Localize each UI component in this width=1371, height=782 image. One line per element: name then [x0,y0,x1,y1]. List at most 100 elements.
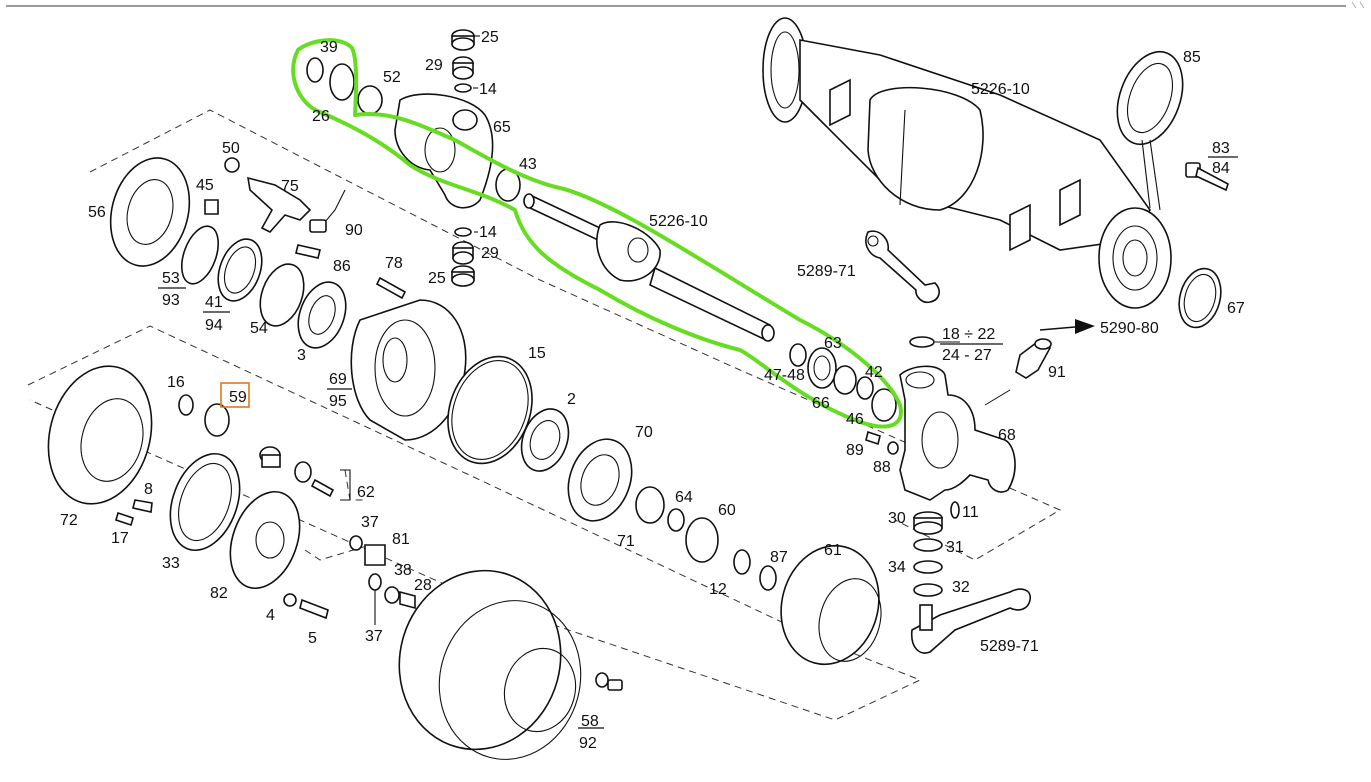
callout-12: 12 [709,581,727,598]
ring-gear-70 [567,438,633,522]
brake-shoe-ring-33 [169,452,241,552]
callout-65: 65 [493,119,511,136]
callout-89: 89 [846,442,864,459]
callout-45: 45 [196,177,214,194]
plug-28 [399,590,416,610]
callout-32: 32 [952,579,970,596]
axle-yoke [394,93,494,209]
callout-88: 88 [873,459,891,476]
callout-92: 92 [579,735,597,752]
wheel-flange-72 [47,365,153,505]
callout-78: 78 [385,255,403,272]
callout-15: 15 [528,345,546,362]
callout-16: 16 [167,374,185,391]
steering-arm-lower [910,588,1032,654]
callout-90: 90 [345,222,363,239]
callout-17: 17 [111,530,129,547]
callout-75: 75 [281,178,299,195]
callout-37-bottom: 37 [365,628,383,645]
selected-callout-box [220,382,250,408]
washer-16 [178,394,194,416]
callout-5289-71-bottom: 5289-71 [980,638,1039,655]
callout-46: 46 [846,411,864,428]
callout-34: 34 [888,559,906,576]
callout-60: 60 [718,502,736,519]
washer-12 [733,549,751,575]
callout-52: 52 [383,69,401,86]
upper-group-frame [89,109,1062,561]
steering-arm-upper [865,230,940,304]
callout-94: 94 [205,317,223,334]
callout-67: 67 [1227,300,1245,317]
callout-31: 31 [946,539,964,556]
callout-62: 62 [357,484,375,501]
callout-64: 64 [675,489,693,506]
bearing-26 [329,63,355,101]
callout-43: 43 [519,156,537,173]
callout-25-bottom: 25 [428,270,446,287]
callout-33: 33 [162,555,180,572]
arrow-icon [1075,319,1095,334]
callout-69: 69 [329,371,347,388]
callout-93: 93 [162,292,180,309]
callout-50: 50 [222,140,240,157]
callout-2: 2 [567,391,576,408]
bolt-78 [375,276,407,300]
shim-ring [909,336,935,348]
callout-58: 58 [581,713,599,730]
half-shaft [523,193,775,342]
wheel-hub [350,299,467,441]
callout-70: 70 [635,424,653,441]
bolt-86 [295,244,321,259]
callout-53: 53 [162,270,180,287]
bolt-45 [204,199,219,215]
highlight-outline [291,38,903,429]
callout-29-top: 29 [425,57,443,74]
stack-top [451,29,475,93]
callout-41: 41 [205,294,223,311]
o-ring-15 [447,355,533,465]
callout-86: 86 [333,258,351,275]
callout-91: 91 [1048,364,1066,381]
leader-lines [340,35,1151,625]
gear-59 [204,403,230,437]
callout-28: 28 [414,577,432,594]
callout-63: 63 [824,335,842,352]
planetary-housing-61 [780,544,882,666]
callout-81: 81 [392,531,410,548]
callout-labels: 25 29 14 39 26 52 65 43 5226-10 14 29 25… [60,29,1245,752]
callout-59: 59 [229,389,247,406]
bearing-stack [913,501,960,597]
adjuster-62 [259,446,335,498]
bearing-3 [297,281,347,349]
callout-72: 72 [60,512,78,529]
callout-3: 3 [297,347,306,364]
pin-17 [115,511,134,527]
ring-53 [180,225,220,285]
washer-37a [349,535,363,551]
bearing-41 [217,238,263,302]
bleed-screw [595,672,609,688]
bolt-89 [865,430,881,446]
callout-56: 56 [88,204,106,221]
brake-drum [398,569,582,760]
callout-61: 61 [824,542,842,559]
washer-37b [368,573,382,591]
steering-knuckle [899,365,1016,501]
callout-68: 68 [998,427,1016,444]
seal-set [789,343,897,422]
carrier-71 [635,486,665,524]
seal-ring-67 [1178,267,1222,329]
callout-25-top: 25 [481,29,499,46]
callout-42: 42 [865,364,883,381]
callout-30: 30 [888,510,906,527]
washer-38 [384,586,400,604]
callout-11: 11 [962,504,979,521]
callout-84: 84 [1212,160,1230,177]
callout-47-48: 47-48 [764,367,805,384]
callout-5226-10-shaft: 5226-10 [649,213,708,230]
callout-71: 71 [617,533,635,550]
callout-14-bottom: 14 [479,224,497,241]
callout-39: 39 [320,39,338,56]
